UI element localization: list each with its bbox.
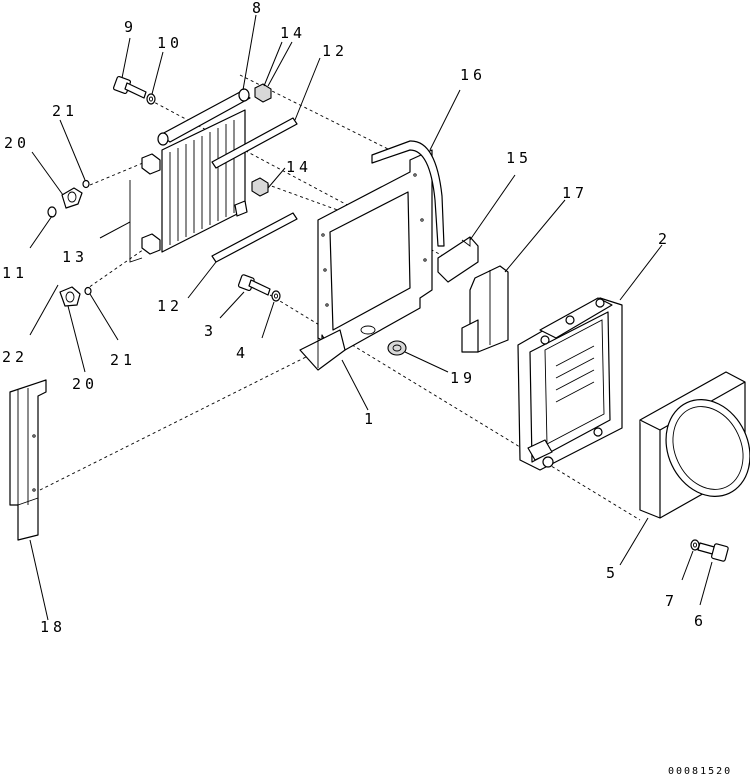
callout-3: 3 [204,322,217,340]
washer-7-part [690,539,700,551]
bracket-8-part [157,88,251,146]
callout-6: 6 [694,612,707,630]
oring-21-upper-part [82,179,90,189]
document-number: 00081520 [668,766,732,777]
callout-20-upper: 20 [4,134,30,152]
bolt-6-part [697,542,729,562]
bolt-3-part [237,274,271,296]
seal-16-part [371,140,445,247]
callout-4: 4 [236,344,249,362]
callout-12-upper: 12 [322,42,348,60]
cover-17-part [461,265,509,353]
bolt-9-part [112,75,147,99]
callout-15: 15 [506,149,532,167]
callout-10: 10 [157,34,183,52]
callout-18: 18 [40,618,66,636]
bar-12-lower-part [211,212,298,263]
callout-13: 13 [62,248,88,266]
callout-19: 19 [450,369,476,387]
callout-2: 2 [658,230,671,248]
fitting-20-lower-part [59,286,81,307]
fitting-20-upper-part [61,187,83,209]
callout-17: 17 [562,184,588,202]
block-14-upper-part [254,83,272,103]
callout-5: 5 [606,564,619,582]
washer-10-part [146,93,156,105]
bar-12-upper-part [211,117,298,169]
seal-18-part [9,379,47,541]
callout-labels: 9 10 8 14 12 21 20 11 13 14 16 15 17 2 1… [2,0,707,636]
shroud-5-part [639,371,750,519]
cooler-13-part [129,109,248,263]
callout-21-upper: 21 [52,102,78,120]
grommet-19-part [387,340,407,356]
callout-11: 11 [2,264,28,282]
callout-20-lower: 20 [72,375,98,393]
washer-4-part [271,290,281,302]
callout-9: 9 [124,18,137,36]
leader-lines [29,14,713,621]
frame-1-part [299,149,433,371]
callout-21-lower: 21 [110,351,136,369]
callout-16: 16 [460,66,486,84]
callout-12-lower: 12 [157,297,183,315]
radiator-2-part [517,297,623,471]
callout-14-lower: 14 [286,158,312,176]
plug-11-part [47,206,57,218]
callout-14-upper: 14 [280,24,306,42]
callout-1: 1 [364,410,377,428]
block-14-lower-part [251,177,269,197]
oring-21-lower-part [84,286,92,296]
callout-22: 22 [2,348,28,366]
callout-8: 8 [252,0,265,17]
callout-7: 7 [665,592,678,610]
